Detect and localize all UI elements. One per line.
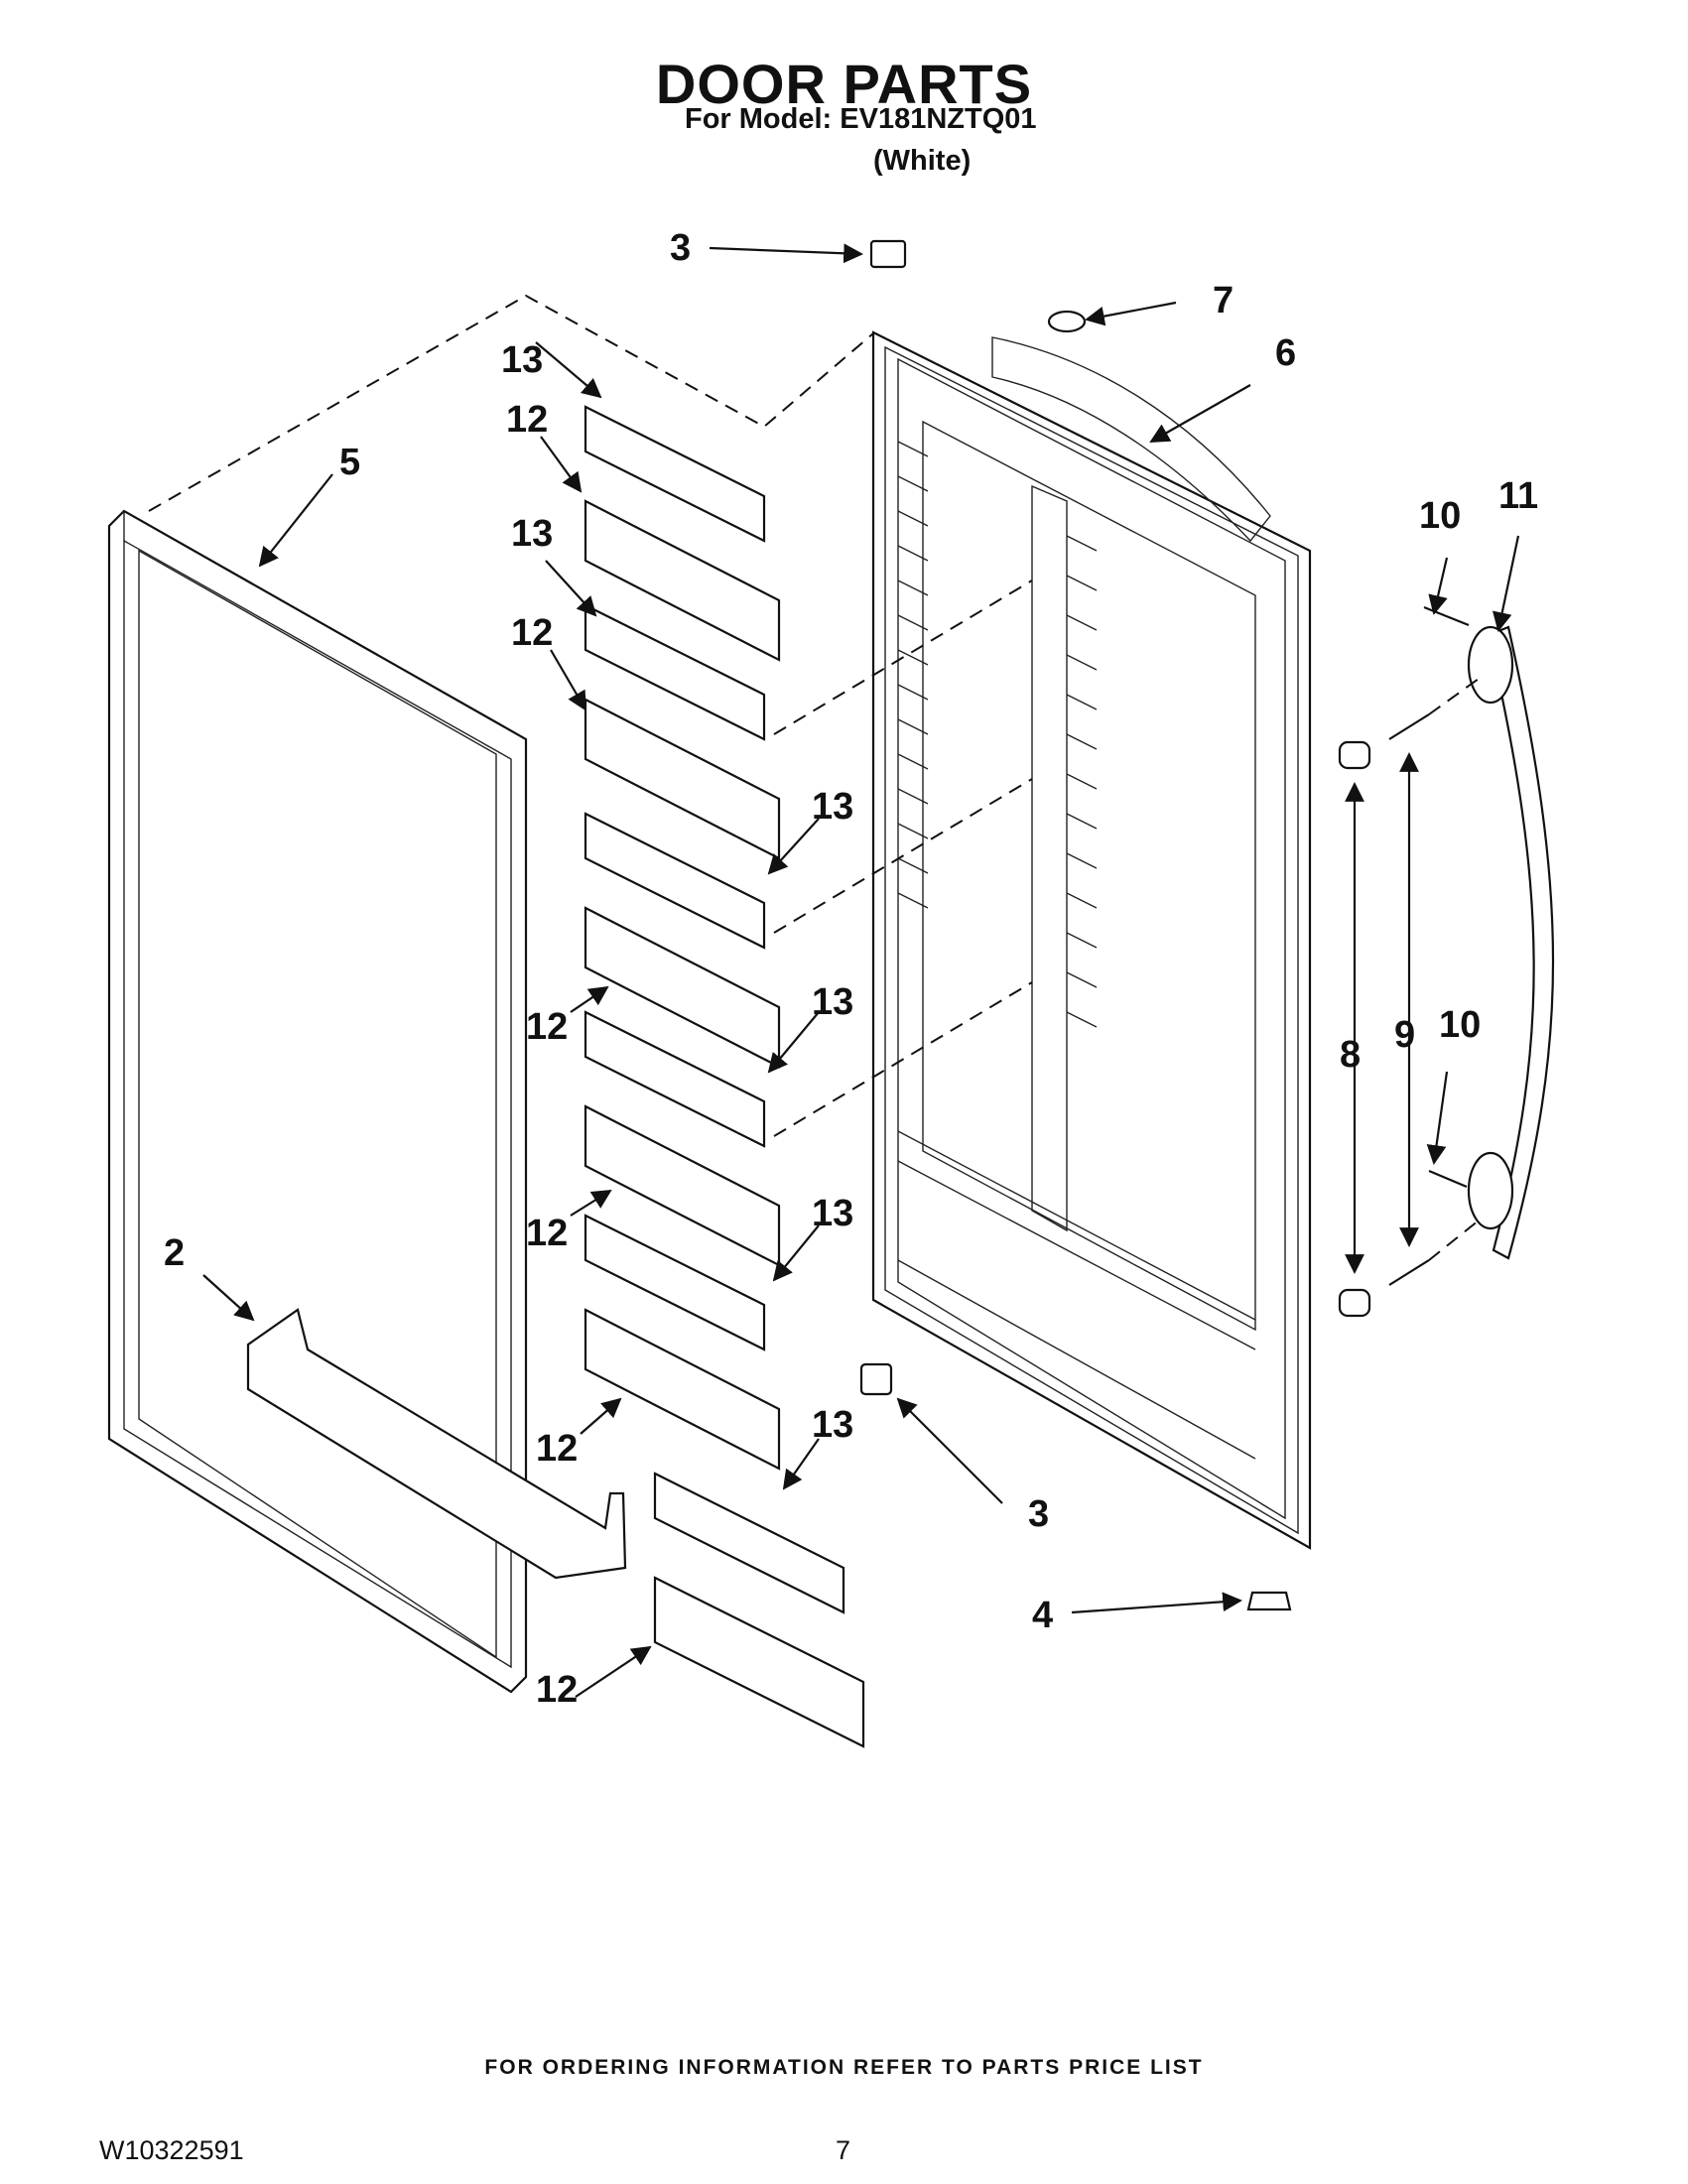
callout-13-f: 13	[812, 1404, 853, 1446]
bottom-hinge-bracket	[859, 1362, 893, 1396]
callout-12-b: 12	[511, 612, 553, 654]
callout-12-e: 12	[536, 1428, 578, 1470]
hole-plug	[1047, 310, 1087, 333]
page-number: 7	[836, 2135, 851, 2165]
callout-12-c: 12	[526, 1006, 568, 1048]
door-liner	[871, 330, 1312, 1550]
leveling-foot	[1246, 1591, 1292, 1611]
callout-13-b: 13	[511, 513, 553, 555]
document-id: W10322591	[99, 2135, 244, 2165]
callout-13-d: 13	[812, 981, 853, 1023]
door-bins	[584, 405, 865, 1748]
bottom-tray	[246, 1308, 627, 1580]
callout-8: 8	[1340, 1034, 1361, 1076]
assembly-dashed-line	[148, 294, 874, 512]
callout-7: 7	[1213, 280, 1234, 321]
ordering-note: FOR ORDERING INFORMATION REFER TO PARTS …	[484, 2056, 1204, 2079]
door-handle	[1467, 625, 1555, 1260]
callout-5: 5	[339, 442, 360, 483]
callout-3-bottom: 3	[1028, 1493, 1049, 1535]
color-variant: (White)	[873, 145, 972, 177]
bin-assembly-lines	[773, 579, 1033, 1137]
leader-arrows	[202, 243, 1520, 1698]
callout-11: 11	[1498, 475, 1538, 517]
callout-13-a: 13	[501, 339, 543, 381]
callout-4: 4	[1032, 1595, 1053, 1636]
callout-2: 2	[164, 1232, 185, 1274]
callout-10-top: 10	[1419, 495, 1461, 537]
callout-9: 9	[1394, 1014, 1415, 1056]
callout-12-f: 12	[536, 1669, 578, 1711]
page-title: DOOR PARTS	[655, 53, 1033, 115]
callout-13-c: 13	[812, 786, 853, 828]
callout-12-a: 12	[506, 399, 548, 441]
callout-13-e: 13	[812, 1193, 853, 1234]
model-line: For Model: EV181NZTQ01	[685, 103, 1037, 135]
callout-6: 6	[1275, 332, 1296, 374]
callout-10-bottom: 10	[1439, 1004, 1481, 1046]
callout-3-top: 3	[670, 227, 691, 269]
callout-12-d: 12	[526, 1213, 568, 1254]
door-gasket	[107, 509, 528, 1694]
top-hinge-bracket	[869, 239, 907, 269]
